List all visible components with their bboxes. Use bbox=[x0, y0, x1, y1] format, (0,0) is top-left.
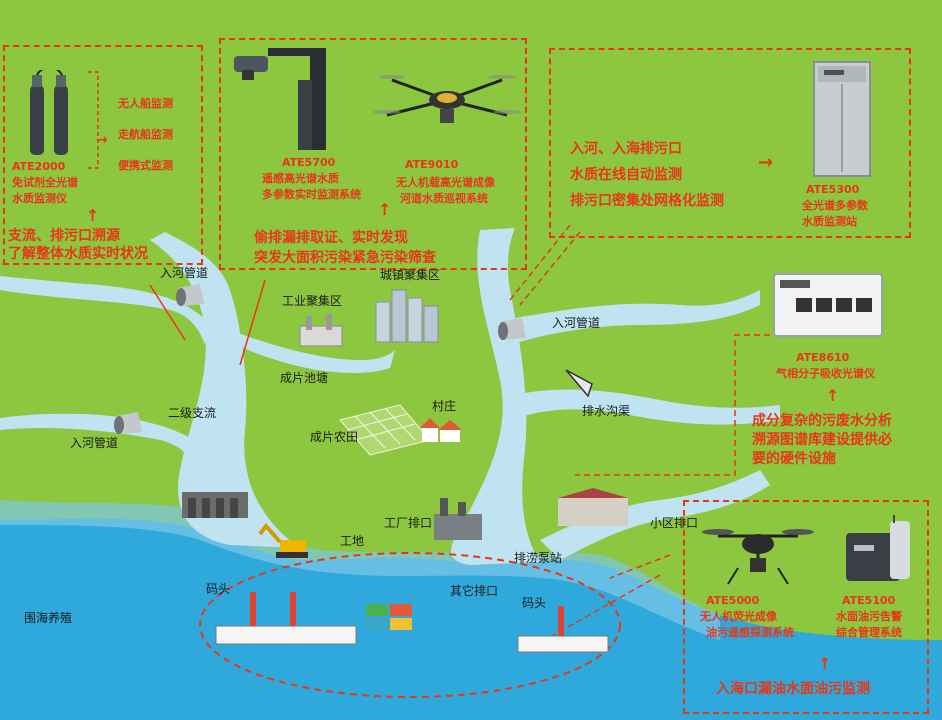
right-branch-low bbox=[540, 470, 770, 560]
right-branch-mid bbox=[515, 389, 780, 425]
panel-tr-line-3: 排污口密集处网格化监测 bbox=[570, 193, 724, 209]
label-other-outlet: 其它排口 bbox=[450, 584, 499, 598]
item-portable: 便携式监测 bbox=[118, 159, 173, 172]
label-ponds: 成片池塘 bbox=[280, 371, 329, 385]
item-cruise-boat: 走航船监测 bbox=[118, 128, 173, 141]
panel-mr-caption-1: 成分复杂的污废水分析 bbox=[752, 413, 892, 429]
left-branch-2 bbox=[0, 413, 200, 470]
arrow-up-icon: ↑ bbox=[826, 386, 840, 405]
panel-tm-caption-1: 偷排漏排取证、实时发现 bbox=[254, 230, 408, 246]
label-dock-2: 码头 bbox=[522, 596, 547, 610]
ate5700-name-2: 多参数实时监测系统 bbox=[262, 188, 361, 201]
panel-bottom-right-box bbox=[683, 500, 929, 714]
ate9010-name-2: 河道水质巡视系统 bbox=[400, 192, 488, 205]
ate2000-name-2: 水质监测仪 bbox=[12, 192, 67, 205]
bracket-connector bbox=[88, 71, 99, 169]
sea bbox=[0, 518, 942, 720]
drainage-channel-icon bbox=[565, 369, 593, 398]
label-factory-outlet: 工厂排口 bbox=[384, 516, 433, 530]
ate5000-name-2: 油污遥感探测系统 bbox=[706, 626, 794, 639]
container-stack-icon bbox=[366, 604, 412, 630]
label-worksite: 工地 bbox=[340, 534, 365, 548]
panel-top-right-box bbox=[549, 48, 911, 238]
label-pump-station: 排涝泵站 bbox=[514, 551, 563, 565]
inlet-pipe-icon bbox=[176, 284, 204, 306]
ate5000-name-1: 无人机荧光成像 bbox=[700, 610, 777, 623]
label-aquaculture: 围海养殖 bbox=[24, 611, 73, 625]
panel-tr-line-2: 水质在线自动监测 bbox=[570, 167, 682, 183]
label-farmland: 成片农田 bbox=[310, 430, 359, 444]
ate8610-name: 气相分子吸收光谱仪 bbox=[776, 367, 875, 380]
panel-mr-caption-3: 要的硬件设施 bbox=[752, 451, 836, 467]
label-tributary: 二级支流 bbox=[168, 406, 217, 420]
ate5300-name-2: 水质监测站 bbox=[802, 215, 857, 228]
label-town: 城镇聚集区 bbox=[380, 268, 441, 282]
excavator-icon bbox=[258, 522, 308, 558]
arrow-up-icon: ↑ bbox=[818, 654, 832, 673]
probe-sensor-icon bbox=[30, 70, 68, 155]
ate8610-model: ATE8610 bbox=[796, 351, 850, 364]
spectrometer-device-icon bbox=[773, 273, 883, 337]
arrow-right-icon: → bbox=[758, 152, 774, 173]
panel-top-left-box bbox=[3, 45, 203, 265]
label-drain-ditch: 排水沟渠 bbox=[582, 404, 631, 418]
inlet-pipe-icon bbox=[114, 412, 142, 434]
ate5000-model: ATE5000 bbox=[706, 594, 760, 607]
uav-fluorescence-drone-icon bbox=[702, 529, 814, 585]
ate2000-model: ATE2000 bbox=[12, 160, 66, 173]
cargo-ship-crane-icon bbox=[215, 592, 357, 645]
ate9010-model: ATE9010 bbox=[405, 158, 459, 171]
monitoring-station-cabinet-icon bbox=[813, 61, 871, 177]
ate5300-name-1: 全光谱多参数 bbox=[802, 199, 868, 212]
label-community-outlet: 小区排口 bbox=[650, 516, 699, 530]
right-river bbox=[451, 228, 540, 565]
label-inlet-pipe-3: 入河管道 bbox=[70, 436, 119, 450]
label-inlet-pipe-2: 入河管道 bbox=[552, 316, 601, 330]
label-industrial: 工业聚集区 bbox=[282, 294, 343, 308]
village-houses-icon bbox=[420, 418, 462, 442]
oil-alarm-device-icon bbox=[846, 515, 910, 581]
panel-top-middle-box bbox=[219, 38, 527, 270]
cargo-ship-crane-icon bbox=[517, 606, 609, 653]
panel-tl-caption-2: 了解整体水质实时状况 bbox=[8, 246, 148, 262]
dock-highlight-oval bbox=[199, 552, 621, 698]
hyperspectral-tower-icon bbox=[234, 48, 326, 150]
factory-outlet-icon bbox=[434, 498, 482, 540]
panel-tm-caption-2: 突发大面积污染紧急污染筛查 bbox=[254, 250, 436, 266]
label-dock-1: 码头 bbox=[206, 582, 231, 596]
farmland-grid bbox=[339, 404, 431, 456]
town-buildings-icon bbox=[375, 289, 439, 343]
left-branch-1 bbox=[0, 276, 210, 345]
right-branch-top bbox=[505, 290, 760, 345]
ate5100-model: ATE5100 bbox=[842, 594, 896, 607]
sea-shallow bbox=[0, 500, 720, 640]
ate5300-model: ATE5300 bbox=[806, 183, 860, 196]
item-unmanned-boat: 无人船监测 bbox=[118, 97, 173, 110]
drone-hyperspectral-icon bbox=[373, 75, 521, 123]
ate2000-name-1: 免试剂全光谱 bbox=[12, 176, 78, 189]
panel-br-caption: 入海口漏油水面油污监测 bbox=[716, 681, 870, 697]
panel-tl-caption-1: 支流、排污口溯源 bbox=[8, 228, 120, 244]
label-village: 村庄 bbox=[432, 399, 457, 413]
industrial-factory-icon bbox=[299, 314, 343, 347]
ate5700-model: ATE5700 bbox=[282, 156, 336, 169]
inlet-pipe-icon bbox=[498, 318, 526, 340]
panel-tr-line-1: 入河、入海排污口 bbox=[570, 141, 682, 157]
ate9010-name-1: 无人机载高光谱成像 bbox=[396, 176, 495, 189]
ponds-branch bbox=[230, 330, 395, 373]
ate5700-name-1: 遥感高光谱水质 bbox=[262, 172, 339, 185]
connector-lines bbox=[149, 224, 780, 641]
arrow-right-icon: → bbox=[96, 132, 108, 148]
arrow-up-icon: ↑ bbox=[378, 200, 392, 219]
dam-sluice-icon bbox=[182, 492, 248, 518]
left-river bbox=[150, 232, 300, 548]
arrow-up-icon: ↑ bbox=[86, 206, 100, 225]
ate5100-name-1: 水面油污告警 bbox=[836, 610, 902, 623]
ate5100-name-2: 综合管理系统 bbox=[836, 626, 902, 639]
residential-community-icon bbox=[558, 488, 628, 526]
label-inlet-pipe-1: 入河管道 bbox=[160, 266, 209, 280]
panel-mr-caption-2: 溯源图谱库建设提供必 bbox=[752, 432, 892, 448]
